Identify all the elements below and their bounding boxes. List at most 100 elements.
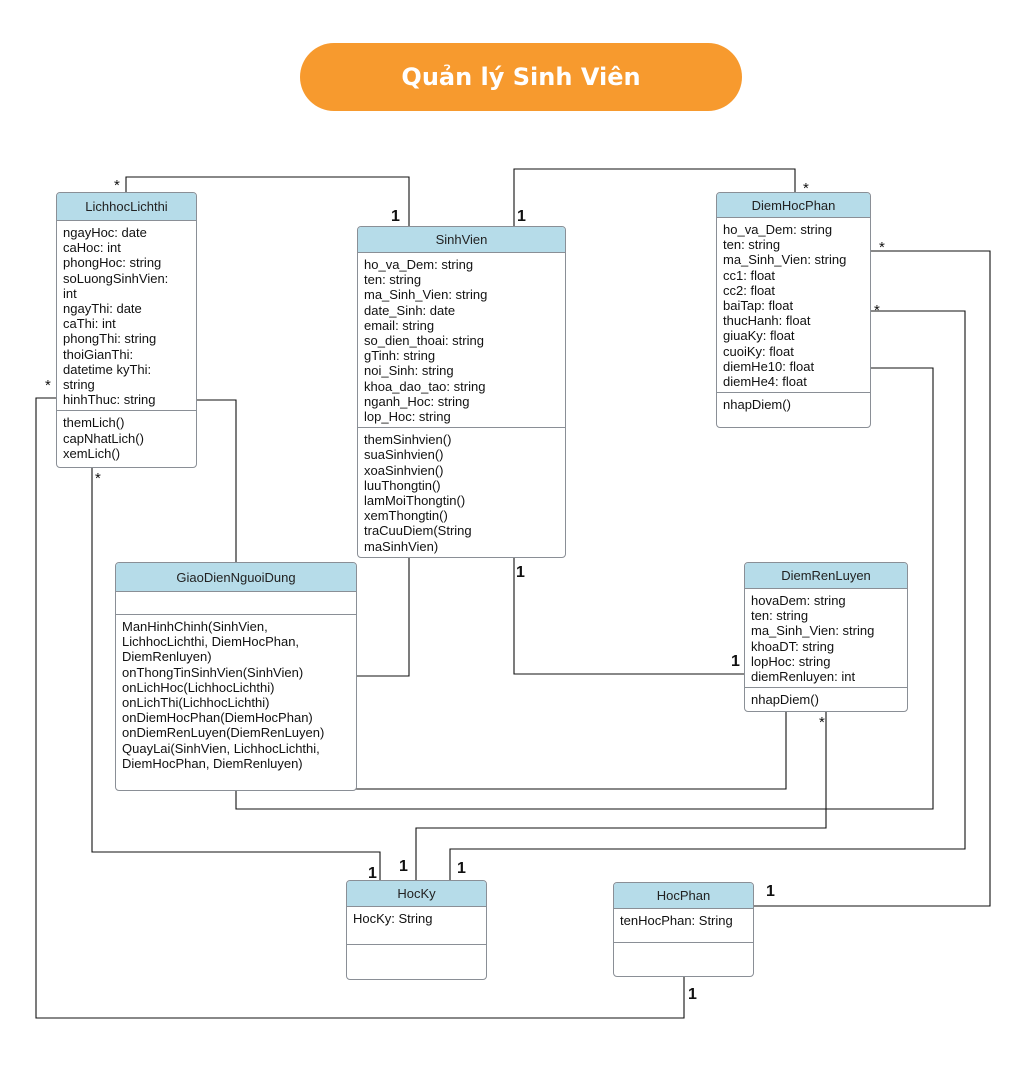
attributes-section: ngayHoc: date caHoc: int phongHoc: strin…: [57, 221, 196, 412]
attribute: phongThi: string: [63, 331, 157, 347]
multiplicity-label: *: [803, 180, 809, 197]
method: LichhocLichthi, DiemHocPhan,: [122, 634, 300, 650]
methods-section: nhapDiem(): [745, 688, 907, 710]
attribute: lopHoc: string: [751, 653, 831, 669]
attribute: thoiGianThi:: [63, 346, 134, 362]
multiplicity-label: 1: [766, 883, 775, 900]
attribute: nganh_Hoc: string: [364, 393, 470, 409]
method: nhapDiem(): [723, 397, 791, 413]
method: onDiemHocPhan(DiemHocPhan): [122, 710, 313, 726]
attribute: ho_va_Dem: string: [364, 257, 474, 272]
method: onLichThi(LichhocLichthi): [122, 695, 270, 711]
method: QuayLai(SinhVien, LichhocLichthi,: [122, 740, 320, 756]
attribute: caHoc: int: [63, 240, 121, 256]
class-giaodiennguoidung[interactable]: GiaoDienNguoiDung ManHinhChinh(SinhVien,…: [115, 562, 357, 791]
attribute: date_Sinh: date: [364, 302, 456, 318]
line-sinhvien-diemrenluyen: [513, 557, 745, 675]
line-giaodien-diemrenluyen: [356, 711, 787, 790]
attribute: phongHoc: string: [63, 255, 162, 271]
attributes-section: ho_va_Dem: string ten: string ma_Sinh_Vi…: [358, 253, 565, 429]
methods-section: nhapDiem(): [717, 393, 870, 415]
attribute: ngayThi: date: [63, 301, 142, 317]
method: nhapDiem(): [751, 692, 819, 708]
multiplicity-label: 1: [688, 986, 697, 1003]
line-lichhoc-giaodien: [196, 399, 237, 563]
class-diemrenluyen[interactable]: DiemRenLuyen hovaDem: string ten: string…: [744, 562, 908, 712]
attribute: gTinh: string: [364, 348, 436, 364]
attribute: diemRenluyen: int: [751, 669, 856, 685]
class-name: HocPhan: [614, 883, 753, 909]
method: DiemRenluyen): [122, 649, 212, 665]
line-diemhocphan-hocphan: [753, 250, 991, 907]
multiplicity-label: 1: [731, 653, 740, 670]
attributes-section: [116, 592, 356, 615]
attribute: ma_Sinh_Vien: string: [723, 252, 847, 268]
attributes-section: ho_va_Dem: string ten: string ma_Sinh_Vi…: [717, 218, 870, 394]
methods-section: ManHinhChinh(SinhVien, LichhocLichthi, D…: [116, 615, 356, 774]
multiplicity-label: *: [45, 377, 51, 394]
method: themSinhvien(): [364, 432, 452, 448]
line-giaodien-diemhocphan: [235, 367, 934, 810]
attribute: ho_va_Dem: string: [723, 222, 833, 237]
multiplicity-label: 1: [399, 858, 408, 875]
method: luuThongtin(): [364, 477, 441, 493]
class-name: LichhocLichthi: [57, 193, 196, 221]
line-lichhoc-hocphan: [35, 397, 685, 1019]
method: capNhatLich(): [63, 430, 144, 446]
method: xoaSinhvien(): [364, 462, 444, 478]
line-diemrenluyen-hocky: [415, 711, 827, 880]
class-lichhoclichthi[interactable]: LichhocLichthi ngayHoc: date caHoc: int …: [56, 192, 197, 468]
attribute: khoaDT: string: [751, 638, 835, 654]
method: suaSinhvien(): [364, 447, 444, 463]
line-lichhoc-sinhvien: [125, 176, 410, 227]
attribute: string: [63, 377, 95, 393]
multiplicity-label: *: [114, 177, 120, 194]
methods-section: [347, 945, 486, 952]
multiplicity-label: 1: [517, 208, 526, 225]
attribute: khoa_dao_tao: string: [364, 378, 486, 394]
attribute: int: [63, 285, 77, 301]
method: xemThongtin(): [364, 508, 448, 524]
attribute: ngayHoc: date: [63, 225, 147, 240]
method: DiemHocPhan, DiemRenluyen): [122, 755, 303, 771]
class-name: DiemHocPhan: [717, 193, 870, 218]
attribute: noi_Sinh: string: [364, 363, 454, 379]
attribute: diemHe10: float: [723, 358, 815, 374]
attribute: diemHe4: float: [723, 374, 807, 390]
attribute: ma_Sinh_Vien: string: [364, 287, 488, 303]
class-hocphan[interactable]: HocPhan tenHocPhan: String: [613, 882, 754, 977]
attributes-section: HocKy: String: [347, 907, 486, 945]
multiplicity-label: *: [879, 239, 885, 256]
class-name: SinhVien: [358, 227, 565, 253]
multiplicity-label: *: [95, 470, 101, 487]
attribute: datetime kyThi:: [63, 361, 152, 377]
method: xemLich(): [63, 445, 121, 461]
method: lamMoiThongtin(): [364, 493, 466, 509]
attribute: cuoiKy: float: [723, 343, 794, 359]
attribute: thucHanh: float: [723, 313, 811, 329]
attribute: lop_Hoc: string: [364, 409, 451, 425]
methods-section: [614, 943, 753, 950]
method: onLichHoc(LichhocLichthi): [122, 679, 275, 695]
method: ManHinhChinh(SinhVien,: [122, 619, 268, 634]
class-diemhocphan[interactable]: DiemHocPhan ho_va_Dem: string ten: strin…: [716, 192, 871, 428]
class-name: GiaoDienNguoiDung: [116, 563, 356, 592]
method: onDiemRenLuyen(DiemRenLuyen): [122, 725, 325, 741]
attribute: giuaKy: float: [723, 328, 795, 344]
multiplicity-label: 1: [368, 865, 377, 882]
attribute: HocKy: String: [353, 911, 433, 926]
attribute: caThi: int: [63, 316, 116, 332]
attribute: ten: string: [751, 608, 809, 624]
method: themLich(): [63, 415, 125, 431]
attribute: soLuongSinhVien:: [63, 270, 169, 286]
methods-section: themLich() capNhatLich() xemLich(): [57, 411, 196, 464]
attribute: cc2: float: [723, 282, 776, 298]
method: maSinhVien): [364, 538, 439, 554]
attribute: so_dien_thoai: string: [364, 333, 484, 349]
class-hocky[interactable]: HocKy HocKy: String: [346, 880, 487, 980]
multiplicity-label: *: [874, 302, 880, 319]
multiplicity-label: *: [819, 714, 825, 731]
method: onThongTinSinhVien(SinhVien): [122, 664, 304, 680]
class-sinhvien[interactable]: SinhVien ho_va_Dem: string ten: string m…: [357, 226, 566, 558]
